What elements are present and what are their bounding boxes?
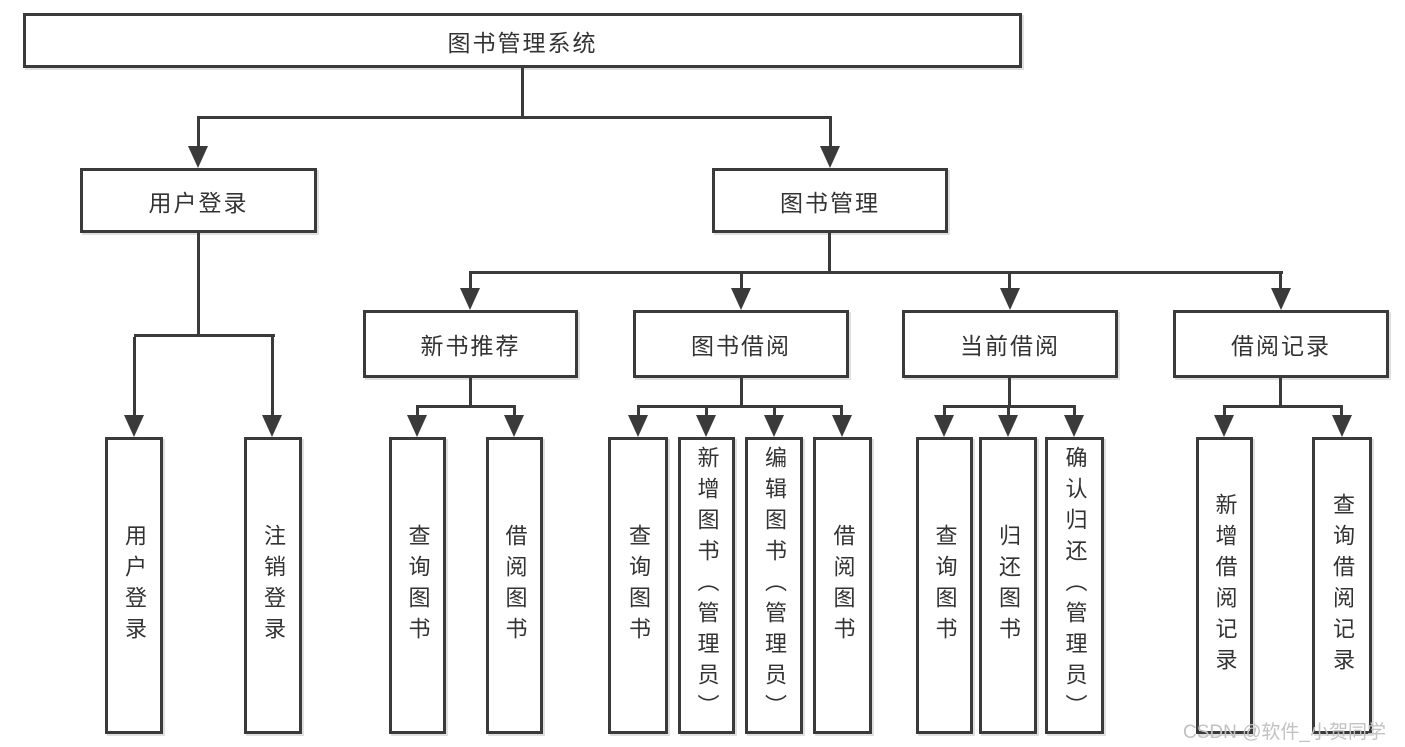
leaf-query-books-borrowing: 查询图书 [608, 437, 668, 734]
leaf-add-borrow-record: 新增借阅记录 [1196, 437, 1253, 734]
connector-user-login-stem [197, 233, 200, 337]
leaf-query-books-borrowing-label: 查询图书 [626, 523, 651, 648]
node-borrowing-records: 借阅记录 [1173, 310, 1389, 378]
connector-drop-logout-leaf [271, 337, 274, 417]
connector-current-borrowing-rail [944, 405, 1076, 408]
connector-book-management-rail [469, 271, 1283, 274]
leaf-add-books-admin-label: 新增图书（管理员） [694, 446, 720, 725]
leaf-return-books: 归还图书 [979, 437, 1037, 734]
leaf-query-books-current-label: 查询图书 [932, 523, 958, 648]
arrow-down-icon [934, 415, 954, 437]
arrow-down-icon [188, 146, 208, 168]
arrow-down-icon [1064, 415, 1084, 437]
leaf-confirm-return-admin-label: 确认归还（管理员） [1062, 446, 1088, 725]
node-library-management-system-label: 图书管理系统 [447, 29, 598, 56]
node-borrowing-records-label: 借阅记录 [1231, 333, 1331, 359]
connector-drop-leaf [840, 405, 843, 418]
connector-drop-current-borrow [1008, 274, 1011, 292]
csdn-watermark: CSDN @软件_小贺同学 [1183, 722, 1386, 743]
leaf-edit-books-admin: 编辑图书（管理员） [745, 437, 803, 734]
connector-book-borrowing-stem [740, 378, 743, 407]
leaf-query-books-recommendation-label: 查询图书 [405, 523, 431, 648]
arrow-down-icon [124, 415, 144, 437]
arrow-down-icon [820, 146, 840, 168]
arrow-down-icon [696, 415, 716, 437]
connector-borrowing-records-rail [1223, 405, 1343, 408]
arrow-down-icon [1000, 288, 1020, 310]
leaf-return-books-label: 归还图书 [996, 523, 1021, 648]
connector-drop-leaf [773, 405, 776, 418]
arrow-down-icon [832, 415, 852, 437]
arrow-down-icon [1332, 415, 1352, 437]
connector-drop-leaf [705, 405, 708, 418]
node-new-book-recommendation-label: 新书推荐 [420, 333, 521, 359]
leaf-borrow-books-recommendation: 借阅图书 [486, 437, 543, 734]
connector-book-management-stem [828, 233, 831, 274]
leaf-add-borrow-record-label: 新增借阅记录 [1212, 492, 1238, 679]
leaf-logout-label: 注销登录 [261, 523, 286, 648]
connector-drop-login-leaf [133, 337, 136, 417]
node-current-borrowing: 当前借阅 [902, 310, 1118, 378]
connector-drop-borrow-records [1279, 274, 1282, 292]
leaf-edit-books-admin-label: 编辑图书（管理员） [762, 446, 787, 725]
connector-drop-leaf [1073, 405, 1076, 418]
arrow-down-icon [262, 415, 282, 437]
arrow-down-icon [628, 415, 648, 437]
connector-root-rail [197, 116, 832, 119]
connector-user-login-rail [134, 334, 275, 337]
connector-drop-leaf [943, 405, 946, 418]
leaf-query-borrow-record: 查询借阅记录 [1312, 437, 1372, 734]
arrow-down-icon [998, 415, 1018, 437]
leaf-query-borrow-record-label: 查询借阅记录 [1330, 492, 1355, 679]
connector-new-book-rail [416, 405, 516, 408]
arrow-down-icon [460, 288, 480, 310]
node-new-book-recommendation: 新书推荐 [363, 310, 578, 378]
node-user-login: 用户登录 [80, 168, 317, 233]
leaf-user-login: 用户登录 [105, 437, 163, 734]
node-library-management-system: 图书管理系统 [23, 13, 1022, 68]
connector-root-stem [521, 68, 524, 118]
leaf-confirm-return-admin: 确认归还（管理员） [1045, 437, 1104, 734]
connector-drop-user-login [197, 119, 200, 150]
arrow-down-icon [764, 415, 784, 437]
connector-drop-leaf [513, 405, 516, 418]
connector-drop-leaf [1007, 405, 1010, 418]
connector-drop-book-management [829, 119, 832, 150]
node-book-management: 图书管理 [712, 168, 948, 233]
arrow-down-icon [1271, 288, 1291, 310]
connector-drop-leaf [416, 405, 419, 418]
node-book-borrowing-label: 图书借阅 [691, 333, 791, 359]
node-book-management-label: 图书管理 [780, 189, 880, 216]
connector-current-borrowing-stem [1008, 378, 1011, 407]
connector-drop-leaf [1223, 405, 1226, 418]
connector-borrowing-records-stem [1279, 378, 1282, 407]
leaf-add-books-admin: 新增图书（管理员） [678, 437, 735, 734]
connector-new-book-stem [469, 378, 472, 407]
connector-drop-leaf [637, 405, 640, 418]
connector-drop-new-book [469, 274, 472, 292]
arrow-down-icon [504, 415, 524, 437]
leaf-user-login-label: 用户登录 [122, 523, 147, 648]
leaf-borrow-books-label: 借阅图书 [830, 523, 856, 648]
leaf-logout: 注销登录 [244, 437, 302, 734]
connector-drop-book-borrow [740, 274, 743, 292]
leaf-borrow-books: 借阅图书 [813, 437, 872, 734]
connector-book-borrowing-rail [637, 405, 843, 408]
node-user-login-label: 用户登录 [148, 189, 249, 216]
arrow-down-icon [1214, 415, 1234, 437]
arrow-down-icon [407, 415, 427, 437]
arrow-down-icon [731, 288, 751, 310]
leaf-borrow-books-recommendation-label: 借阅图书 [502, 523, 528, 648]
connector-drop-leaf [1340, 405, 1343, 418]
leaf-query-books-recommendation: 查询图书 [389, 437, 446, 734]
node-current-borrowing-label: 当前借阅 [960, 333, 1060, 359]
leaf-query-books-current: 查询图书 [916, 437, 973, 734]
node-book-borrowing: 图书借阅 [633, 310, 849, 378]
